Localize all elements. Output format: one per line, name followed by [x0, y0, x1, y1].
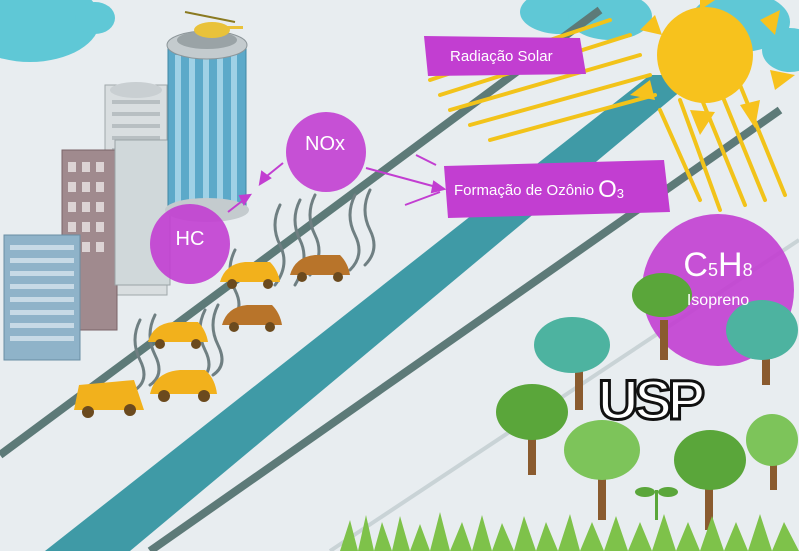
ozone-formation-label: Formação de Ozônio O 3: [444, 164, 670, 216]
grass: [340, 512, 799, 551]
reaction-arrows: [227, 154, 447, 213]
c5h8-c: C: [683, 246, 708, 284]
isoprene-label: Isopreno: [686, 292, 750, 309]
tree: [564, 420, 640, 520]
helicopter-icon: [184, 11, 243, 38]
car: [150, 370, 217, 402]
ozone-subscript: 3: [616, 185, 624, 201]
car: [220, 262, 280, 289]
ozone-formation-text: Formação de Ozônio: [454, 181, 595, 199]
hc-label: HC: [175, 228, 205, 250]
c5h8-formula: C5H8: [648, 246, 788, 285]
sun-icon: [630, 0, 795, 135]
ozone-box-bg: [444, 160, 670, 218]
tree: [534, 317, 610, 410]
cars: [74, 255, 350, 418]
c5h8-h: H: [718, 246, 743, 284]
usp-logo-text: USP: [598, 373, 704, 425]
tree: [632, 273, 692, 360]
sprout: [635, 487, 678, 520]
tree: [726, 300, 798, 385]
solar-radiation-box-bg: [424, 36, 586, 76]
solar-radiation-label: Radiação Solar: [450, 47, 553, 65]
car: [74, 380, 144, 418]
nox-label: NOx: [305, 133, 345, 155]
nox-circle: [286, 112, 366, 192]
car: [222, 305, 282, 332]
c5h8-sub-5: 5: [707, 260, 718, 280]
hc-circle: [150, 204, 230, 284]
tree: [746, 414, 798, 490]
trees: [496, 273, 798, 530]
c5h8-sub-8: 8: [742, 260, 753, 280]
ozone-symbol: O: [598, 176, 617, 203]
tree: [674, 430, 746, 530]
car: [290, 255, 350, 282]
car: [148, 322, 208, 349]
tree: [496, 384, 568, 475]
usp-logo: USP: [598, 373, 709, 425]
